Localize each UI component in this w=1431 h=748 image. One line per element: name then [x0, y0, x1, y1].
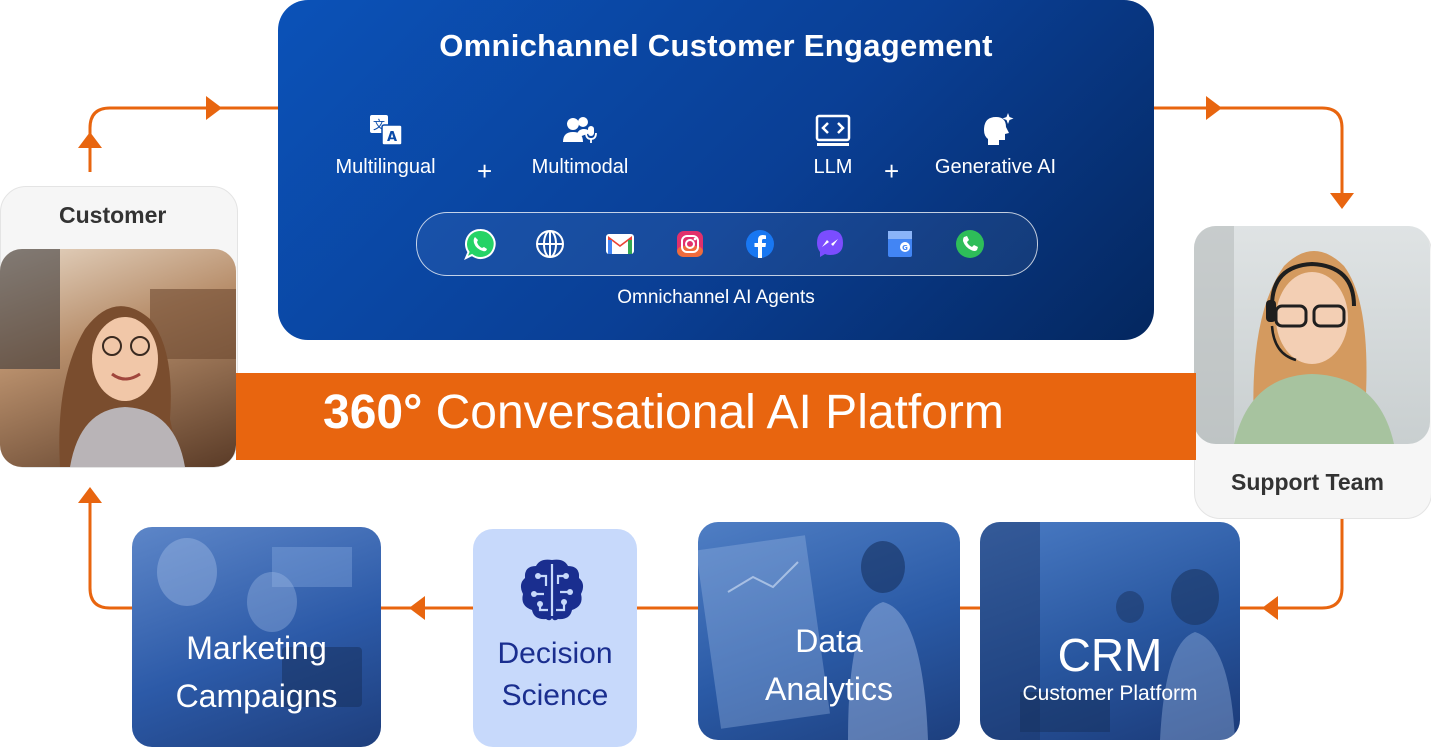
marketing-line-2: Campaigns	[175, 678, 338, 714]
decision-line-2: Science	[501, 679, 609, 712]
marketing-campaigns-tile: Marketing Campaigns	[132, 527, 381, 747]
messenger-icon	[817, 230, 843, 257]
crm-title: CRM	[1057, 629, 1163, 681]
feature-label-multimodal: Multimodal	[531, 156, 629, 178]
channel-bar: G	[416, 212, 1038, 276]
arrow-support-to-crm	[1240, 518, 1344, 610]
arrowhead-right-top-left	[206, 96, 222, 120]
analytics-tile-scene	[698, 535, 928, 740]
agents-label: Omnichannel AI Agents	[617, 287, 815, 308]
platform-title-rest: Conversational AI Platform	[422, 386, 1004, 439]
feature-multilingual: 文 A Multilingual	[328, 112, 443, 179]
crm-subtitle: Customer Platform	[1022, 682, 1198, 705]
gmail-icon	[606, 234, 634, 254]
arrowhead-left-crm	[1262, 596, 1278, 620]
arrow-marketing-to-customer	[88, 500, 132, 610]
decision-line-1: Decision	[497, 637, 613, 670]
plus-sign-right: +	[884, 156, 900, 186]
ai-head-icon	[983, 113, 1013, 145]
feature-label-multilingual: Multilingual	[335, 156, 436, 178]
arrowhead-down-right	[1330, 193, 1354, 209]
engagement-panel: Omnichannel Customer Engagement 文 A Mult…	[278, 0, 1154, 340]
arrow-customer-to-engagement	[88, 106, 278, 172]
code-window-icon	[815, 114, 851, 146]
google-business-icon: G	[888, 231, 912, 257]
analytics-tile-background	[698, 522, 960, 740]
instagram-icon	[677, 231, 703, 257]
marketing-line-1: Marketing	[186, 630, 327, 666]
decision-science-tile: Decision Science	[473, 529, 637, 747]
arrowhead-up-left	[78, 132, 102, 148]
support-label: Support Team	[1231, 469, 1384, 495]
feature-generative-ai: Generative AI	[923, 112, 1068, 179]
arrowhead-up-marketing	[78, 487, 102, 503]
arrowhead-left-decision	[409, 596, 425, 620]
support-photo	[1194, 226, 1430, 444]
svg-text:A: A	[386, 130, 396, 145]
marketing-tile-scene	[157, 538, 362, 707]
arrowhead-right-top-right	[1206, 96, 1222, 120]
facebook-icon	[746, 230, 774, 258]
whatsapp-icon	[464, 228, 496, 260]
translate-icon: 文 A	[369, 115, 403, 146]
customer-photo-figure	[0, 249, 236, 467]
customer-photo	[0, 249, 236, 467]
svg-text:G: G	[902, 244, 908, 252]
engagement-title: Omnichannel Customer Engagement	[439, 28, 993, 63]
feature-label-llm: LLM	[813, 156, 853, 178]
brain-icon	[520, 559, 584, 621]
feature-label-generative-ai: Generative AI	[934, 156, 1057, 178]
plus-sign-left: +	[477, 156, 493, 186]
phone-icon	[956, 230, 984, 258]
users-voice-icon	[563, 117, 597, 143]
data-analytics-tile: Data Analytics	[698, 522, 960, 740]
arrow-engagement-to-support	[1154, 106, 1344, 206]
crm-tile-scene	[980, 522, 1235, 740]
crm-tile: CRM Customer Platform	[980, 522, 1240, 740]
platform-banner: 360° Conversational AI Platform	[236, 373, 1196, 460]
globe-icon	[536, 230, 564, 258]
analytics-line-2: Analytics	[764, 671, 894, 707]
analytics-line-1: Data	[795, 623, 863, 659]
customer-label: Customer	[59, 202, 167, 228]
feature-multimodal: Multimodal	[520, 112, 640, 179]
platform-title: 360° Conversational AI Platform	[323, 385, 1004, 440]
marketing-tile-background	[132, 527, 381, 747]
feature-llm: LLM	[795, 112, 871, 179]
platform-title-bold: 360°	[323, 386, 423, 439]
support-photo-figure	[1194, 226, 1394, 444]
